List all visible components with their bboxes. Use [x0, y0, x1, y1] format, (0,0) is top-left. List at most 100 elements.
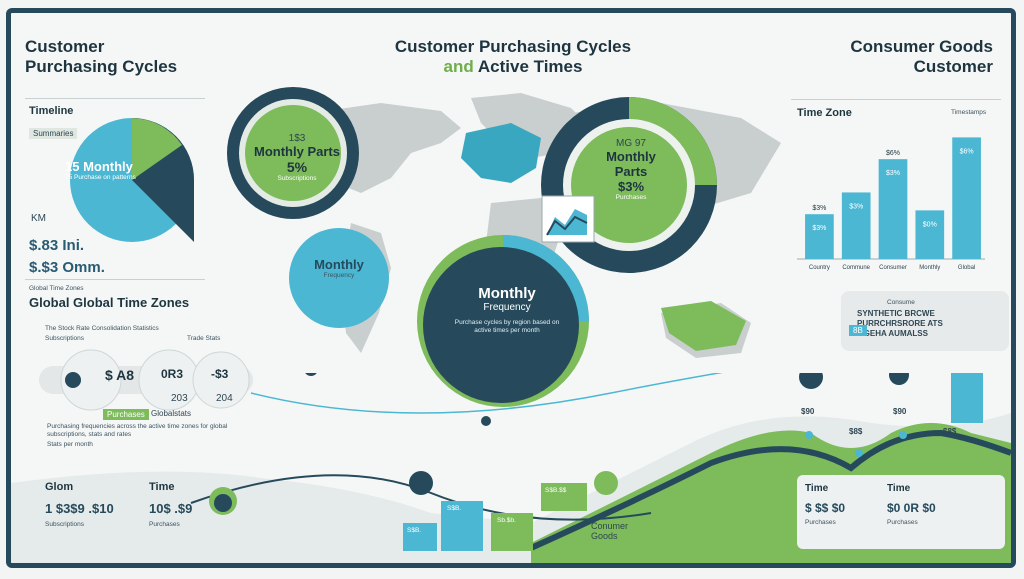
- circle-two-sub: Purchases: [615, 194, 647, 201]
- bubble-monthly-sub: Frequency: [323, 272, 355, 279]
- bar-value-label: $3%: [886, 170, 900, 177]
- left-pie-chart: [70, 118, 194, 242]
- timeline-label: Timeline: [29, 105, 74, 117]
- left-title-line2: Purchasing Cycles: [25, 57, 178, 76]
- chip-globalstats: Globalstats: [151, 409, 192, 418]
- center-title-line1: Customer Purchasing Cycles: [394, 37, 632, 56]
- bottom-left-val2: 10$ .$9: [149, 501, 193, 516]
- bubble-sub-three: 204: [216, 393, 233, 404]
- infographic-frame: Customer Purchasing Cycles Customer Purc…: [6, 8, 1016, 568]
- desc-two: Subscriptions: [45, 335, 85, 342]
- bottom-left-sub1: Subscriptions: [45, 521, 85, 528]
- bottom-right-label2: Time: [887, 483, 911, 494]
- bar-category-label: Commune: [842, 265, 870, 271]
- left-title-line1: Customer: [25, 37, 105, 56]
- center-title-and: and: [443, 57, 474, 76]
- circle-one-label: Monthly Parts: [254, 144, 340, 159]
- mid-box-one: S$B.: [447, 505, 462, 512]
- freq-body: Purchase cycles by region based on activ…: [454, 319, 560, 334]
- circle-two-text: MG 97 Monthly Parts $3% Purchases: [589, 138, 673, 202]
- left-title: Customer Purchasing Cycles: [25, 37, 177, 77]
- bottom-right-val2: $0 0R $0: [887, 501, 936, 515]
- summary-badge: Summaries: [29, 128, 78, 139]
- peak-two: $8$: [849, 427, 863, 436]
- circle-two-num: MG 97: [615, 138, 646, 149]
- freq-sub: Frequency: [483, 302, 531, 313]
- synth-line2: SYNTHETIC BRCWE: [857, 309, 935, 318]
- chip-purchases: Purchases: [103, 409, 149, 420]
- bar-value-label: $6%: [960, 148, 974, 155]
- time-zone-bar-chart: $3% $3% Country $3% Commune $3% $6% Consumer $0%…: [797, 137, 985, 271]
- bottom-left-sub2: Purchases: [149, 521, 180, 528]
- right-title: Consumer Goods Customer: [850, 37, 993, 77]
- stat-two: $.$3 Omm.: [29, 259, 105, 276]
- section-small: Global Time Zones: [29, 285, 84, 292]
- divider: [25, 98, 205, 99]
- bottom-left-label2: Time: [149, 481, 175, 493]
- peak-four: $8$: [943, 427, 957, 436]
- synth-box: [841, 291, 1009, 351]
- mid-box-four: S$B.: [407, 527, 422, 534]
- bubble-monthly: [289, 228, 389, 328]
- pie-text: 15 Monthly 75 Purchase on patterns: [65, 159, 185, 182]
- peak-three: $90: [893, 407, 907, 416]
- bottom-right-sub2: Purchases: [887, 519, 918, 526]
- freq-text: Monthly Frequency Purchase cycles by reg…: [447, 285, 567, 335]
- bar-0: [805, 214, 834, 259]
- mid-box-three: S$B.$$: [545, 487, 567, 494]
- bar-category-label: Monthly: [919, 265, 940, 271]
- time-zone-label: Time Zone: [797, 107, 852, 119]
- desc-three: Trade Stats: [187, 335, 221, 342]
- bottom-right-sub1: Purchases: [805, 519, 836, 526]
- consumer-goods-label: Conumer Goods: [591, 521, 629, 541]
- pie-big-text: 15 Monthly: [65, 159, 133, 174]
- bubble-row: [39, 349, 253, 411]
- circle-two-pct: $3%: [617, 179, 645, 194]
- bubble-monthly-label: Monthly: [314, 257, 364, 272]
- bottom-left-label1: Glom: [45, 481, 74, 493]
- bar-value-label: $3%: [812, 225, 826, 232]
- bar-category-label: Consumer: [879, 265, 907, 271]
- note-text: Purchasing frequencies across the active…: [47, 423, 228, 438]
- center-title: Customer Purchasing Cycles and Active Ti…: [383, 37, 643, 77]
- section-title: Global Global Time Zones: [29, 295, 190, 310]
- bar-category-label: Country: [809, 265, 830, 271]
- right-title-line1: Consumer Goods: [850, 37, 993, 56]
- bar-1: [841, 192, 871, 259]
- bubble-three: -$3: [211, 367, 229, 381]
- bubble-one: $ A8: [105, 367, 135, 383]
- bar-top-label: $6%: [886, 150, 900, 157]
- bubble-monthly-text: Monthly Frequency: [297, 257, 381, 280]
- freq-title: Monthly: [478, 285, 536, 302]
- circle-one-sub: Subscriptions: [277, 175, 317, 182]
- freq-circle: [417, 235, 589, 407]
- synth-badge: 8B: [849, 325, 867, 336]
- circle-one: [227, 87, 359, 219]
- bar-3: [915, 210, 945, 259]
- synth-line4: MGEHA AUMALSS: [857, 329, 928, 338]
- bar-value-label: $3%: [849, 203, 863, 210]
- bottom-right-label1: Time: [805, 483, 829, 494]
- circle-one-text: 1$3 Monthly Parts 5% Subscriptions: [247, 133, 347, 183]
- right-title-line2: Customer: [913, 57, 993, 76]
- bar-top-label: $3%: [812, 205, 826, 212]
- bottom-right-box: [797, 475, 1005, 549]
- bottom-left-val1: 1 $3$9 .$10: [45, 501, 114, 516]
- center-title-line2: Active Times: [477, 57, 583, 76]
- mid-box-two: Sb.$b.: [497, 517, 516, 524]
- bubble-sub-two: 203: [171, 393, 188, 404]
- synth-line1: Consume: [887, 299, 915, 306]
- stat-one: $.83 Ini.: [29, 237, 85, 254]
- circle-one-num: 1$3: [288, 133, 306, 144]
- chart-thumbnail-icon: [541, 195, 595, 243]
- bar-2: [878, 159, 908, 259]
- bubble-two: 0R3: [161, 367, 184, 381]
- desc-one: The Stock Rate Consolidation Statistics: [45, 325, 159, 332]
- km-label: KM: [31, 213, 46, 224]
- divider: [791, 99, 1001, 100]
- pie-sub-text: 75 Purchase on patterns: [65, 174, 136, 181]
- bar-value-label: $0%: [923, 221, 937, 228]
- circle-two-label: Monthly Parts: [606, 149, 656, 179]
- peak-one: $90: [801, 407, 815, 416]
- circle-one-pct: 5%: [286, 159, 308, 175]
